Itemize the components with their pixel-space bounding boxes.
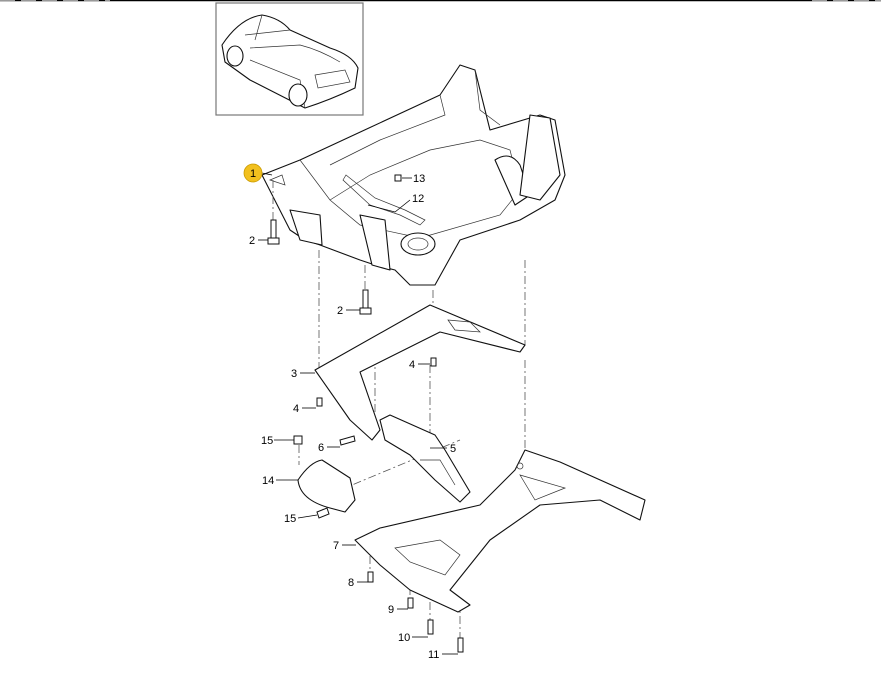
callout-11[interactable]: 11 [428,649,439,661]
callout-5[interactable]: 5 [450,443,456,455]
callout-4[interactable]: 4 [293,403,299,415]
vehicle-overview-inset [215,2,364,116]
front-axle-crossmember [261,64,566,286]
callout-15[interactable]: 15 [284,513,296,525]
callout-9[interactable]: 9 [388,604,394,616]
callout-label: 1 [250,168,256,180]
callout-1[interactable]: 1 [243,163,263,183]
callout-6[interactable]: 6 [318,442,324,454]
callout-13[interactable]: 13 [413,173,425,185]
reinforcement-plate [314,304,526,441]
bolts [267,219,464,653]
callout-8[interactable]: 8 [348,577,354,589]
callout-12[interactable]: 12 [412,193,424,205]
callout-highlight [243,163,263,183]
callout-15[interactable]: 15 [261,435,273,447]
callout-10[interactable]: 10 [398,632,410,644]
callout-3[interactable]: 3 [291,368,297,380]
leader-lines [258,172,458,655]
callout-2[interactable]: 2 [337,305,343,317]
underbody-panel [354,449,646,613]
callout-14[interactable]: 14 [262,475,274,487]
heat-shield [297,459,356,513]
callout-4[interactable]: 4 [409,359,415,371]
transmission-mount-bracket [379,414,471,503]
callout-2[interactable]: 2 [249,235,255,247]
callout-7[interactable]: 7 [333,540,339,552]
